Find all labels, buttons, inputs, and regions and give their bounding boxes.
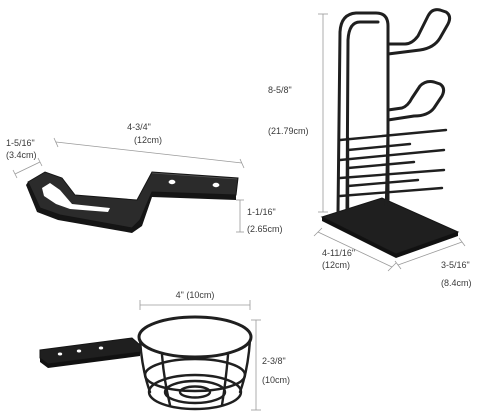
cup-holder-lower-ring — [143, 357, 247, 393]
cup-holder-bottom-ring-inner — [178, 385, 212, 399]
bracket-height-dimension: 1-1/16" (2.65cm) — [236, 199, 283, 234]
stand-base-depth-tick-right — [458, 237, 466, 247]
bracket-height-label: 1-1/16" — [247, 207, 276, 217]
bracket-highlight — [151, 172, 238, 180]
stand-base-depth-label: 3-5/16" — [441, 260, 470, 270]
stand-base-width-tick-right — [387, 262, 397, 272]
stand-inner-upright-2 — [384, 116, 390, 208]
bracket-depth-metric-label: (3.4cm) — [6, 150, 37, 160]
stand-base-depth-tick-left — [394, 260, 402, 270]
stand-rail-2 — [338, 148, 446, 162]
cup-holder-width-label: 4" (10cm) — [176, 290, 215, 300]
bracket-width-dimension: 4-3/4" (12cm) — [53, 122, 245, 169]
bracket-width-tick-right — [239, 158, 245, 169]
stand-rail-1 — [338, 128, 448, 142]
stand-height-metric-label: (21.79cm) — [268, 126, 309, 136]
cup-holder-top-ring — [137, 315, 253, 359]
bracket-width-metric-label: (12cm) — [134, 135, 162, 145]
stand-base-depth-metric-label: (8.4cm) — [441, 278, 472, 288]
bracket-slot — [42, 183, 110, 212]
stand-top-hook — [386, 8, 452, 56]
cup-holder-screw-hole-3 — [98, 346, 104, 350]
stand-rail-3 — [338, 168, 446, 180]
stand-rail-front-1 — [346, 142, 412, 152]
cup-holder-height-dimension: 2-3/8" (10cm) — [251, 319, 290, 411]
bracket-screw-hole-left — [168, 179, 176, 185]
cup-holder-bottom-ring-middle — [163, 379, 227, 405]
stand-base-depth-dimension: 3-5/16" (8.4cm) — [394, 237, 472, 288]
stand-base-edge — [322, 217, 458, 258]
bracket-width-tick-left — [53, 137, 59, 148]
stand-frame-left — [336, 11, 390, 215]
bracket-depth-label: 1-5/16" — [6, 138, 35, 148]
stand-rail-front-2 — [346, 160, 416, 170]
stand-base-width-metric-label: (12cm) — [322, 260, 350, 270]
stand-rail-front-3 — [346, 178, 420, 188]
cup-holder-height-metric-label: (10cm) — [262, 375, 290, 385]
stand-base-depth-line — [397, 241, 463, 266]
cup-holder-width-dimension: 4" (10cm) — [139, 290, 251, 310]
stand-illustration — [320, 8, 460, 258]
stand-base-width-line — [317, 231, 393, 268]
cup-holder-illustration — [39, 315, 253, 411]
stand-base-width-tick-left — [313, 227, 323, 237]
cup-holder-screw-hole-2 — [76, 349, 82, 353]
stand-height-dimension: 8-5/8" (21.79cm) — [268, 13, 328, 213]
bracket-front-edge — [26, 182, 236, 233]
stand-height-label: 8-5/8" — [268, 85, 292, 95]
cup-holder-height-label: 2-3/8" — [262, 356, 286, 366]
stand-base-width-label: 4-11/16" — [322, 248, 355, 258]
bracket-depth-tick-right — [37, 157, 43, 167]
stand-base-width-dimension: 4-11/16" (12cm) — [313, 227, 397, 272]
stand-frame-right — [345, 20, 380, 212]
cup-holder-screw-hole-1 — [57, 352, 63, 356]
cup-holder-mount-edge — [40, 352, 140, 368]
bracket-depth-dimension: 1-5/16" (3.4cm) — [6, 138, 43, 179]
bracket-width-line — [55, 141, 243, 164]
bracket-width-label: 4-3/4" — [127, 122, 151, 132]
cup-holder-bottom-ring-outer — [147, 373, 243, 411]
stand-base-plate — [320, 197, 460, 255]
bracket-depth-tick-left — [12, 169, 18, 179]
stand-middle-hook — [386, 80, 446, 122]
bracket-screw-hole-right — [212, 182, 220, 188]
bracket-illustration — [26, 171, 239, 233]
bracket-depth-line — [14, 161, 41, 175]
bracket-height-metric-label: (2.65cm) — [247, 224, 283, 234]
stand-rail-4 — [338, 186, 444, 198]
